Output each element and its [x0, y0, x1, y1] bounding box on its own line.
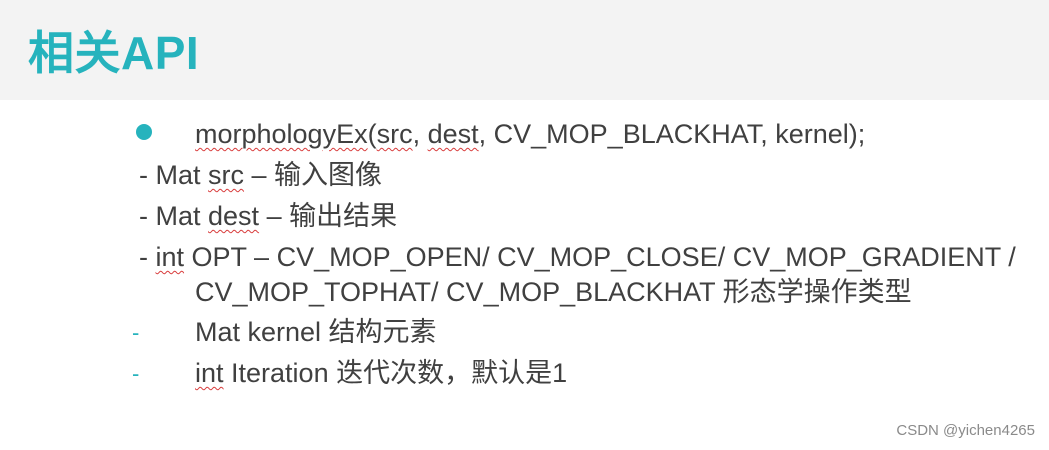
function-name: morphologyEx: [195, 119, 368, 149]
csdn-watermark: CSDN @yichen4265: [896, 422, 1035, 439]
api-signature-line: morphologyEx(src, dest, CV_MOP_BLACKHAT,…: [195, 119, 866, 149]
param-src-line: - Mat src – 输入图像: [139, 160, 383, 190]
param-dest-line: - Mat dest – 输出结果: [139, 201, 398, 231]
dash-marker: -: [132, 361, 140, 386]
param-iteration-line: int Iteration 迭代次数，默认是1: [195, 358, 568, 388]
slide-title: 相关API: [28, 27, 200, 79]
param-opt-continuation: CV_MOP_TOPHAT/ CV_MOP_BLACKHAT 形态学操作类型: [195, 277, 912, 307]
title-band: [0, 0, 1049, 100]
param-kernel-line: Mat kernel 结构元素: [195, 317, 437, 347]
param-src: src: [376, 119, 413, 149]
param-dest: dest: [427, 119, 479, 149]
param-opt-line: - int OPT – CV_MOP_OPEN/ CV_MOP_CLOSE/ C…: [139, 242, 1016, 272]
filled-circle-icon: [136, 124, 152, 140]
dash-marker: -: [132, 320, 140, 345]
